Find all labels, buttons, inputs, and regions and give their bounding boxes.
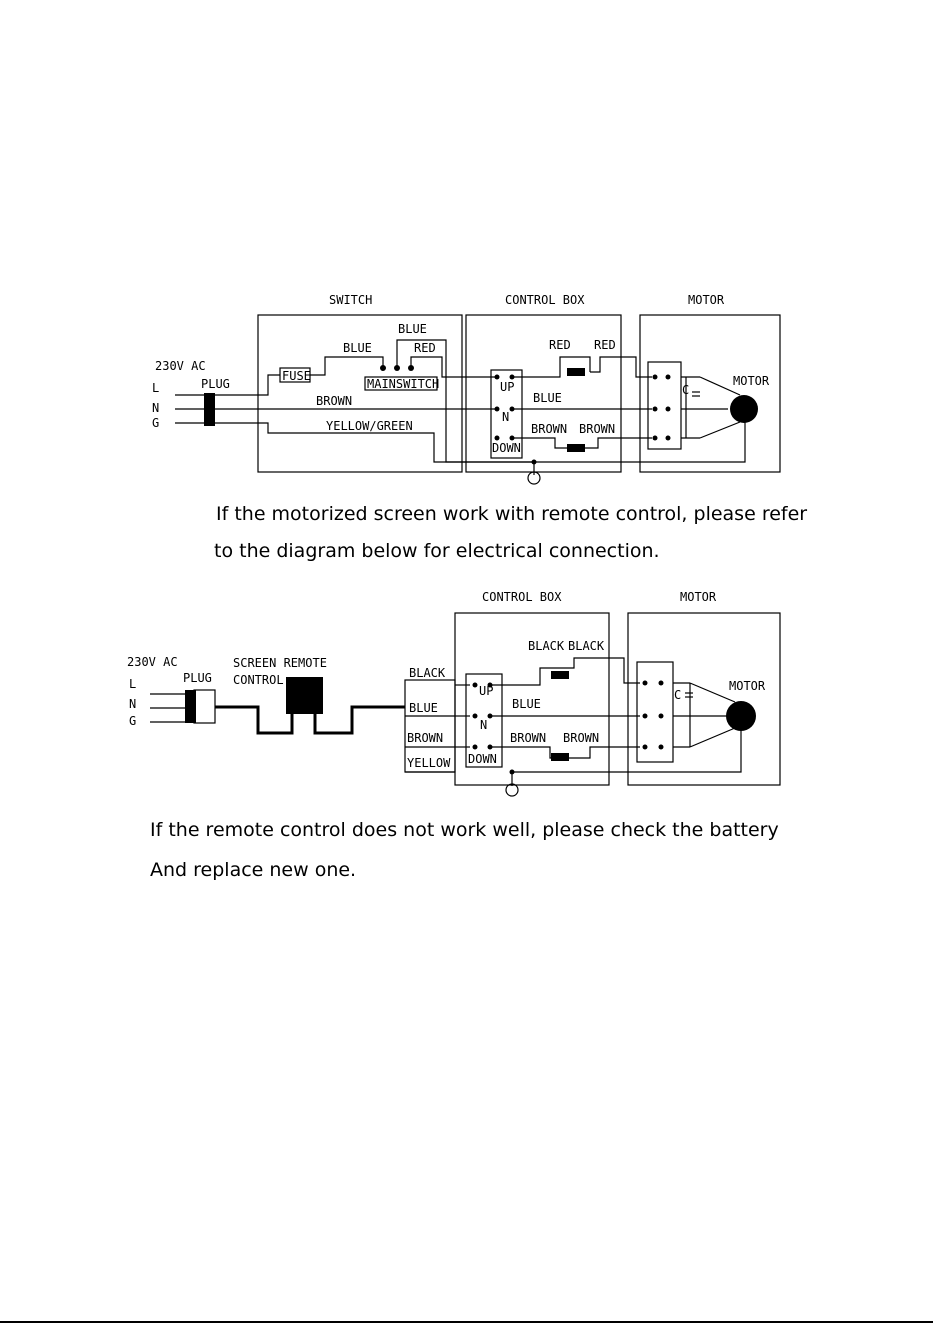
label-blue: BLUE bbox=[409, 701, 438, 715]
label-brown: BROWN bbox=[316, 394, 352, 408]
label-brown-right: BROWN bbox=[563, 731, 599, 745]
header-control-box: CONTROL BOX bbox=[482, 590, 562, 604]
plug bbox=[185, 690, 196, 723]
label-n: N bbox=[129, 697, 136, 711]
label-motor: MOTOR bbox=[729, 679, 766, 693]
label-fuse: FUSE bbox=[282, 369, 311, 383]
label-230v: 230V AC bbox=[127, 655, 178, 669]
label-red-left: RED bbox=[549, 338, 571, 352]
label-red-right: RED bbox=[594, 338, 616, 352]
plug-housing bbox=[193, 689, 216, 724]
battery-note-line-1: If the remote control does not work well… bbox=[150, 819, 779, 841]
motor-icon bbox=[726, 701, 756, 731]
connector-red bbox=[567, 368, 585, 376]
label-l: L bbox=[129, 677, 136, 691]
label-brown-left: BROWN bbox=[510, 731, 546, 745]
label-up: UP bbox=[479, 684, 493, 698]
label-black-left: BLACK bbox=[528, 639, 565, 653]
label-red: RED bbox=[414, 341, 436, 355]
label-l: L bbox=[152, 381, 159, 395]
battery-note-line-2: And replace new one. bbox=[150, 859, 357, 881]
label-blue-ctrl: BLUE bbox=[512, 697, 541, 711]
label-blue: BLUE bbox=[343, 341, 372, 355]
header-motor: MOTOR bbox=[680, 590, 717, 604]
motor-terminal bbox=[647, 361, 682, 450]
connector-brown bbox=[551, 753, 569, 761]
connector-black bbox=[551, 671, 569, 679]
label-c: C bbox=[682, 383, 689, 397]
label-plug: PLUG bbox=[201, 377, 230, 391]
header-motor: MOTOR bbox=[688, 293, 725, 307]
label-brown-left: BROWN bbox=[531, 422, 567, 436]
label-brown: BROWN bbox=[407, 731, 443, 745]
motor-terminal bbox=[636, 661, 674, 763]
label-motor: MOTOR bbox=[733, 374, 770, 388]
label-n-ctrl: N bbox=[502, 410, 509, 424]
page-bottom-rule bbox=[0, 1321, 933, 1323]
label-yellow: YELLOW bbox=[407, 756, 451, 770]
motor-icon bbox=[730, 395, 758, 423]
remote-receiver bbox=[286, 677, 323, 714]
label-n-ctrl: N bbox=[480, 718, 487, 732]
label-g: G bbox=[152, 416, 159, 430]
label-black: BLACK bbox=[409, 666, 446, 680]
plug bbox=[204, 393, 215, 426]
label-blue-top: BLUE bbox=[398, 322, 427, 336]
instruction-line-1: If the motorized screen work with remote… bbox=[216, 503, 808, 525]
label-remote-2: CONTROL bbox=[233, 673, 284, 687]
label-c: C bbox=[674, 688, 681, 702]
label-g: G bbox=[129, 714, 136, 728]
label-black-right: BLACK bbox=[568, 639, 605, 653]
label-down: DOWN bbox=[468, 752, 497, 766]
switch-box bbox=[257, 314, 463, 473]
motor-box bbox=[627, 612, 781, 786]
control-box bbox=[465, 314, 622, 473]
label-blue-ctrl: BLUE bbox=[533, 391, 562, 405]
instruction-line-2: to the diagram below for electrical conn… bbox=[214, 540, 660, 562]
label-yellow-green: YELLOW/GREEN bbox=[326, 419, 413, 433]
wiring-diagram-direct: SWITCH CONTROL BOX MOTOR 230V AC L N G P… bbox=[152, 293, 781, 485]
wiring-diagram-remote: CONTROL BOX MOTOR 230V AC L N G PLUG SCR… bbox=[127, 590, 781, 797]
header-switch: SWITCH bbox=[329, 293, 372, 307]
label-down: DOWN bbox=[492, 441, 521, 455]
label-230v: 230V AC bbox=[155, 359, 206, 373]
direction-switch bbox=[465, 673, 503, 768]
label-brown-right: BROWN bbox=[579, 422, 615, 436]
header-control-box: CONTROL BOX bbox=[505, 293, 585, 307]
connector-brown bbox=[567, 444, 585, 452]
label-remote-1: SCREEN REMOTE bbox=[233, 656, 327, 670]
label-plug: PLUG bbox=[183, 671, 212, 685]
label-up: UP bbox=[500, 380, 514, 394]
mainswitch bbox=[364, 376, 438, 391]
direction-switch bbox=[490, 369, 523, 459]
label-mainswitch: MAINSWITCH bbox=[367, 377, 439, 391]
motor-box bbox=[639, 314, 781, 473]
label-n: N bbox=[152, 401, 159, 415]
